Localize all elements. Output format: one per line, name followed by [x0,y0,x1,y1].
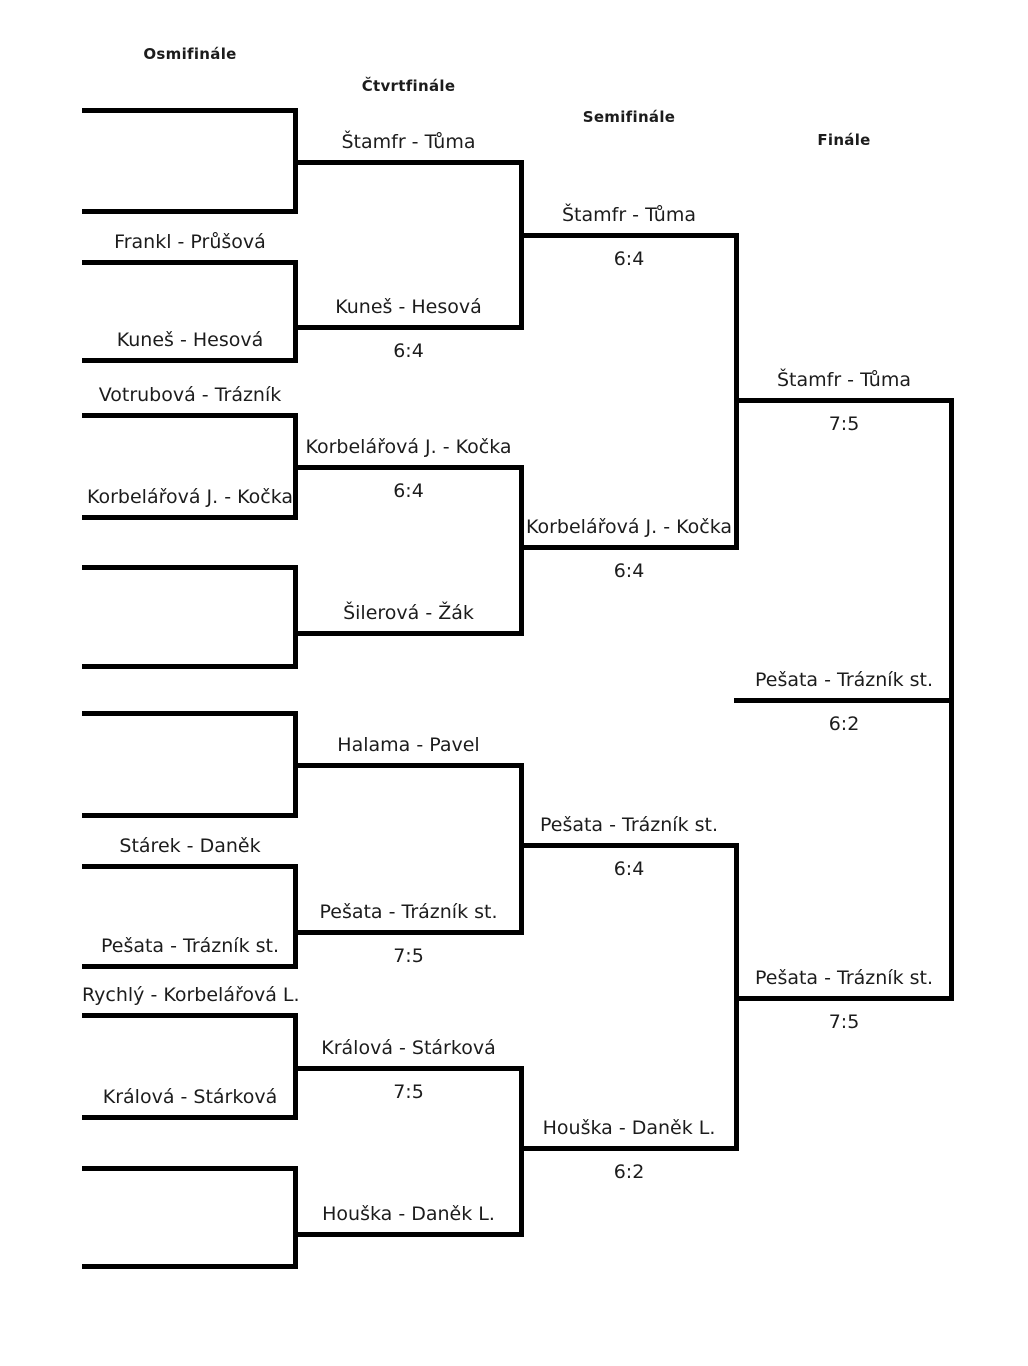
match-score: 7:5 [393,1081,424,1103]
bracket-line-h [82,358,298,363]
qf-team-label: Štamfr - Tůma [341,131,476,153]
final-team-label: Štamfr - Tůma [776,369,911,391]
bracket-line-h [293,160,524,165]
bracket-line-h [82,1166,298,1171]
bracket-line-h [519,233,739,238]
qf-team-label: Halama - Pavel [337,734,480,756]
bracket-line-h [82,864,298,869]
match-score: 6:4 [613,858,645,880]
r16-team-label: Korbelářová J. - Kočka [86,486,294,508]
bracket-line-h [293,930,524,935]
match-score: 7:5 [393,945,424,967]
bracket-line-h [734,996,954,1001]
round-header-quarterfinal: Čtvrtfinále [361,77,456,95]
match-score: 7:5 [828,413,860,435]
round-header-semifinal: Semifinále [582,108,676,126]
r16-team-label [82,633,298,659]
match-score: 6:4 [613,248,645,270]
qf-team-label: Houška - Daněk L. [322,1203,495,1225]
qf-team-label: Pešata - Trázník st. [319,901,498,923]
r16-team-label [82,77,298,103]
bracket-line-v [293,565,298,669]
bracket-line-v [519,465,524,636]
r16-team-label [82,680,298,706]
bracket-line-v [519,1066,524,1237]
bracket-line-h [293,1066,524,1071]
r16-team-label: Frankl - Průšová [114,231,266,253]
sf-team-label: Houška - Daněk L. [542,1117,716,1139]
match-score: 6:2 [613,1161,645,1183]
bracket-line-h [82,711,298,716]
bracket-line-h [82,413,298,418]
r16-team-label [82,1135,298,1161]
sf-team-label: Korbelářová J. - Kočka [525,516,733,538]
bracket-line-h [82,565,298,570]
bracket-line-h [82,1013,298,1018]
r16-team-label: Pešata - Trázník st. [100,935,280,957]
bracket-line-h [734,698,954,703]
match-score: 6:2 [828,713,860,735]
r16-team-label [82,534,298,560]
bracket-line-h [82,1115,298,1120]
qf-team-label: Korbelářová J. - Kočka [305,436,512,458]
qf-team-label: Kuneš - Hesová [335,296,482,318]
round-header-round-of-16: Osmifinále [143,45,237,63]
bracket-line-v [293,1166,298,1269]
r16-team-label [82,782,298,808]
sf-team-label: Pešata - Trázník st. [539,814,719,836]
bracket-line-h [519,1146,739,1151]
bracket-line-v [519,763,524,935]
round-header-final: Finále [817,131,871,149]
bracket-line-h [82,664,298,669]
bracket-line-h [82,209,298,214]
champion-label: Pešata - Trázník st. [754,669,934,691]
qf-team-label: Šilerová - Žák [343,602,474,624]
bracket-line-h [293,465,524,470]
final-team-label: Pešata - Trázník st. [754,967,934,989]
bracket-line-h [82,260,298,265]
bracket-line-h [293,631,524,636]
bracket-line-v [519,160,524,330]
bracket-line-h [519,843,739,848]
sf-team-label: Štamfr - Tůma [561,204,696,226]
r16-team-label: Stárek - Daněk [119,835,261,857]
qf-team-label: Králová - Stárková [321,1037,496,1059]
r16-team-label: Rychlý - Korbelářová L. [82,984,300,1006]
bracket-line-h [519,545,739,550]
r16-team-label [82,1233,298,1259]
r16-team-label: Kuneš - Hesová [116,329,264,351]
bracket-line-h [293,1232,524,1237]
match-score: 7:5 [828,1011,860,1033]
match-score: 6:4 [393,340,424,362]
bracket-line-h [293,325,524,330]
match-score: 6:4 [393,480,424,502]
bracket-line-h [82,813,298,818]
r16-team-label [82,178,298,204]
r16-team-label: Votrubová - Trázník [98,384,282,406]
bracket-line-h [293,763,524,768]
bracket-line-h [82,515,298,520]
match-score: 6:4 [613,560,645,582]
bracket-line-h [82,964,298,969]
bracket-line-v [293,260,298,363]
r16-team-label: Králová - Stárková [102,1086,278,1108]
bracket-line-h [82,108,298,113]
bracket-line-h [82,1264,298,1269]
bracket-line-h [734,398,954,403]
bracket-line-v [293,864,298,969]
bracket-line-v [734,233,739,550]
